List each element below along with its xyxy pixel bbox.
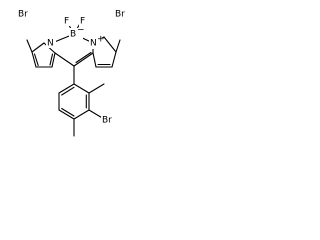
nitrogen-charge: + <box>97 35 105 45</box>
bond <box>58 109 75 120</box>
label-background <box>89 38 103 49</box>
nitrogen-right-label: N <box>90 39 97 49</box>
bond <box>103 36 117 53</box>
bond <box>51 52 56 68</box>
bodipy-structure-diagram: Br Br F F N B − N + Br <box>17 9 128 137</box>
bond <box>31 51 37 68</box>
fluorine-right-label: F <box>80 17 85 27</box>
bond <box>111 51 117 68</box>
label-background <box>63 16 71 26</box>
label-background <box>79 16 87 26</box>
bromine-left-label: Br <box>18 10 28 20</box>
bond <box>92 52 97 68</box>
bond <box>54 52 75 67</box>
bond <box>73 52 94 67</box>
label-background <box>101 115 115 125</box>
bromine-aryl-label: Br <box>102 116 112 126</box>
fluorine-left-label: F <box>64 17 69 27</box>
label-background <box>17 9 31 19</box>
bond <box>31 42 45 53</box>
bond <box>75 51 92 64</box>
atom-labels: Br Br F F N B − N + Br <box>17 9 128 126</box>
label-background <box>46 38 56 48</box>
bond <box>88 83 105 94</box>
boron-label: B <box>70 30 76 40</box>
bond <box>58 83 75 94</box>
nitrogen-left-label: N <box>47 39 54 49</box>
bond <box>73 109 90 120</box>
bond <box>49 53 54 66</box>
bromine-right-label: Br <box>115 10 125 20</box>
bond <box>33 53 39 67</box>
label-background <box>69 28 83 39</box>
bond <box>61 107 75 117</box>
bond <box>115 39 121 53</box>
bond <box>26 39 33 53</box>
boron-charge: − <box>77 26 85 36</box>
label-background <box>114 9 128 19</box>
bond <box>61 86 75 96</box>
bond <box>73 83 90 94</box>
